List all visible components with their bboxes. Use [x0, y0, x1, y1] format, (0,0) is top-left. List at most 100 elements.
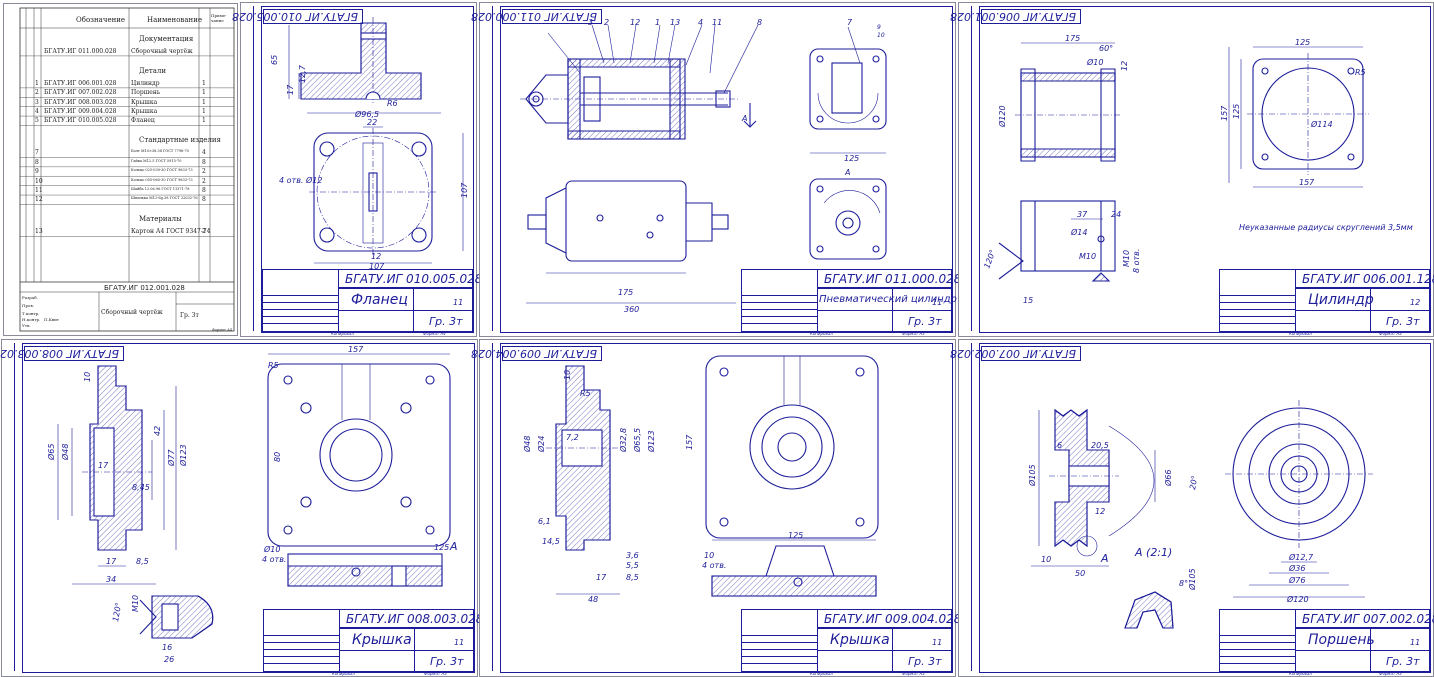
spec-row-pos: 11 [35, 187, 43, 195]
leader-7: 7 [847, 18, 853, 27]
dim-piston-50: 50 [1075, 569, 1085, 578]
title-sheet-count: 11 [453, 298, 464, 307]
left-strip [2, 343, 15, 671]
format-label: Формат А3 [902, 671, 925, 676]
copied-label: Копировал [810, 671, 833, 676]
spec-row-qty: 8 [202, 158, 206, 166]
dim-flange-22: 22 [367, 118, 377, 127]
spec-row-des: БГАТУ.ИГ 008.003.028 [44, 98, 117, 106]
title-name: Крышка [830, 632, 890, 648]
dim-cyl-d10: Ø10 [1086, 57, 1103, 67]
dim-flange-17: 17 [286, 84, 295, 95]
dim-c1-d77: Ø77 [166, 449, 176, 467]
dim-cyl-24: 24 [1111, 210, 1121, 219]
spec-row-pos: 9 [35, 168, 39, 176]
sheet-piston: БГАТУ.ИГ 007.002.028 6 20,5 Ø105 Ø66 20°… [950, 339, 1434, 677]
spec-row-name: Крышка [131, 98, 158, 106]
title-sheet-count: 11 [932, 298, 943, 307]
spec-row-qty: 8 [202, 187, 206, 195]
dim-c2-145: 14,5 [542, 537, 560, 546]
dim-c2-r5: R5 [580, 389, 591, 398]
spec-row-name: Сборочный чертёж [131, 47, 193, 55]
drawing-frame [500, 343, 953, 673]
cover-008-drawing: 10 Ø65 Ø48 17 42 Ø77 Ø123 8,45 17 8,5 34… [46, 345, 458, 664]
dim-c1-d65: Ø65 [46, 444, 56, 461]
section-marker-a: А [741, 114, 747, 123]
spec-row-des: БГАТУ.ИГ 006.001.028 [44, 79, 117, 87]
cylinder-drawing: 175 Ø120 60° Ø10 12 125 157 125 Ø114 R5 … [982, 34, 1369, 305]
callout-a: А [1100, 552, 1109, 565]
spec-row-pos: 10 [35, 177, 43, 185]
dim-assembly-360: 360 [624, 305, 639, 314]
dim-c1-d123: Ø123 [178, 444, 188, 467]
spec-row-pos: 12 [35, 196, 43, 204]
spec-row-pos: 2 [35, 89, 39, 97]
dim-piston-d127: Ø12,7 [1288, 552, 1314, 562]
drawing-frame [261, 6, 474, 333]
dim-flange-d96: Ø96,5 [354, 109, 379, 119]
dim-c2-36: 3,6 [626, 551, 639, 560]
dim-flange-107v: 107 [460, 182, 469, 198]
dim-assembly-175: 175 [618, 288, 633, 297]
spec-row-des: БГАТУ.ИГ 011.000.028 [44, 47, 117, 55]
spec-row-name: Шпилька М12-6g.38 ГОСТ 22032-76 [131, 196, 198, 201]
dim-c1-34: 34 [106, 575, 116, 584]
dim-cyl-r5: R5 [1355, 68, 1366, 77]
spec-row-qty: 1 [202, 98, 206, 106]
dim-cyl-d14: Ø14 [1070, 227, 1087, 237]
spec-stamp-dev: Разраб. [22, 295, 38, 300]
left-strip [241, 6, 254, 331]
left-strip [480, 6, 493, 331]
dim-assembly-125: 125 [844, 154, 859, 163]
flange-drawing: 65 17 12,7 Ø96,5 R6 22 4 отв. Ø12 107 12… [270, 17, 469, 271]
dim-cyl-m10a: M10 [1079, 252, 1096, 261]
dim-cyl-125v: 125 [1232, 104, 1241, 119]
title-code: БГАТУ.ИГ 011.000.028 [824, 272, 962, 286]
spec-row-qty: 4 [202, 149, 206, 157]
dim-c1-10: 10 [83, 372, 92, 382]
title-name: Крышка [352, 632, 412, 648]
leader-12: 12 [630, 18, 640, 27]
spec-row-des: БГАТУ.ИГ 010.005.028 [44, 117, 117, 125]
title-block: БГАТУ.ИГ 011.000.028 Пневматический цили… [741, 269, 961, 332]
leader-11: 11 [712, 18, 722, 27]
dim-flange-holes: 4 отв. Ø12 [279, 175, 322, 185]
dim-piston-d76: Ø76 [1288, 575, 1305, 585]
spec-col-designation: Обозначение [76, 16, 126, 24]
dim-piston-d36: Ø36 [1288, 563, 1305, 573]
dim-c2-85: 8,5 [626, 573, 639, 582]
dim-flange-12-7: 12,7 [298, 64, 307, 83]
dim-c2-125: 125 [788, 531, 803, 540]
title-group: Гр. 3т [908, 655, 942, 668]
spec-col-note: Приме- чание [211, 13, 227, 23]
title-block: БГАТУ.ИГ 010.005.028 Фланец Гр. 3т 11 [262, 269, 482, 332]
spec-stamp-ncontrol: Н.контр. [22, 317, 41, 322]
dim-c1-m10: M10 [131, 595, 140, 612]
dim-c2-72: 7,2 [566, 433, 579, 442]
dim-piston-d66: Ø66 [1163, 470, 1173, 487]
spec-row-pos: 3 [35, 98, 39, 106]
dim-piston-205: 20,5 [1091, 441, 1109, 450]
spec-row-name: Болт М10×38.58 ГОСТ 7798-70 [131, 149, 189, 154]
dim-c2-157: 157 [685, 434, 694, 450]
spec-row-pos: 4 [35, 108, 39, 116]
drawing-frame [979, 6, 1431, 333]
detail-a-label: А (2:1) [1134, 546, 1172, 559]
left-strip [959, 6, 972, 331]
format-label: Формат А3 [424, 671, 447, 676]
sheet-cover-009: БГАТУ.ИГ 009.004.028 10 R5 Ø48 Ø24 7,2 Ø… [471, 339, 961, 677]
dim-cyl-60: 60° [1099, 44, 1113, 53]
dim-c1-845: 8,45 [132, 483, 150, 492]
dim-cyl-37: 37 [1077, 210, 1088, 219]
leader-9: 9 [877, 24, 881, 31]
dim-piston-10: 10 [1041, 555, 1051, 564]
dim-cyl-120deg: 120° [982, 248, 997, 269]
dim-c2-4holes: 4 отв. [702, 561, 726, 570]
leader-2: 2 [604, 18, 609, 27]
spec-row-name: Поршень [131, 89, 161, 97]
spec-row-qty: 2 [202, 177, 206, 185]
dim-cyl-12: 12 [1120, 61, 1129, 71]
title-sheet-count: 11 [1410, 638, 1421, 647]
dim-piston-12: 12 [1095, 507, 1105, 516]
dim-c1-d48: Ø48 [60, 444, 70, 461]
